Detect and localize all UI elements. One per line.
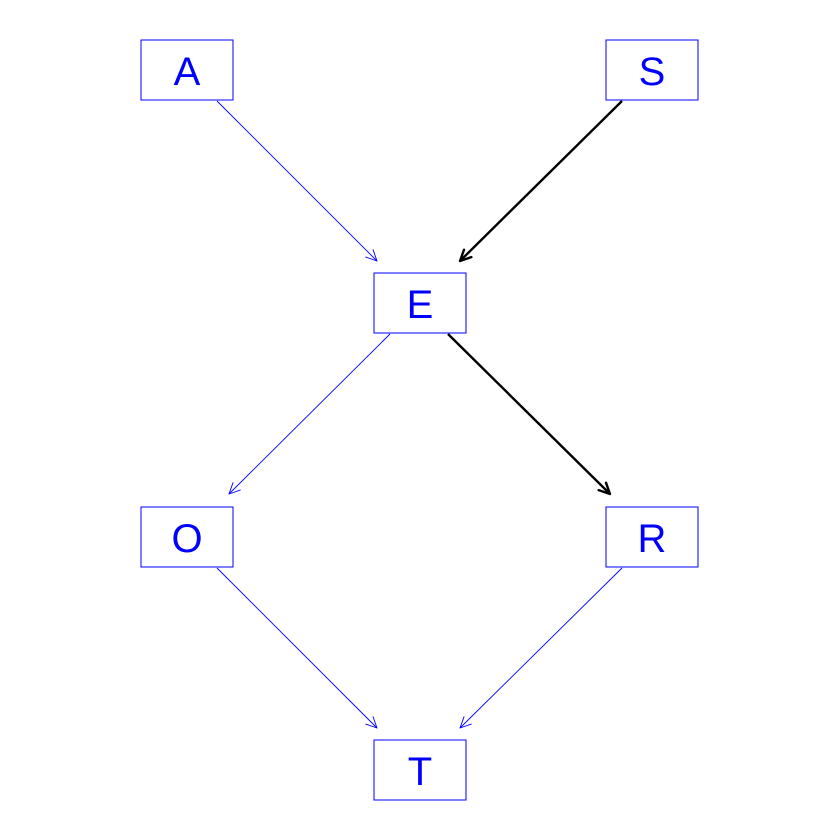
edge-o-t — [216, 567, 378, 729]
edge-e-o — [228, 333, 391, 495]
nodes-layer: A S E O R T — [140, 39, 699, 801]
node-r: R — [605, 506, 699, 568]
edge-s-e — [458, 100, 623, 263]
node-box — [140, 39, 234, 101]
node-label: E — [407, 283, 434, 327]
edge-line — [459, 100, 623, 262]
arrow-head-icon — [459, 716, 472, 729]
edge-line — [459, 567, 623, 729]
edge-r-t — [459, 567, 623, 729]
edge-line — [216, 100, 378, 262]
node-label: O — [171, 517, 202, 561]
node-a: A — [140, 39, 234, 101]
node-box — [605, 506, 699, 568]
arrow-head-icon — [228, 482, 241, 495]
node-box — [140, 506, 234, 568]
arrow-head-icon — [458, 248, 473, 263]
node-label: A — [174, 50, 201, 94]
node-t: T — [373, 739, 467, 801]
node-label: T — [408, 750, 432, 794]
node-box — [373, 272, 467, 334]
edges-layer — [216, 100, 623, 729]
node-box — [605, 39, 699, 101]
edge-line — [447, 333, 611, 495]
edge-a-e — [216, 100, 378, 262]
arrow-head-icon — [597, 481, 612, 496]
node-label: R — [638, 517, 667, 561]
node-o: O — [140, 506, 234, 568]
arrow-head-icon — [365, 249, 378, 262]
edge-line — [216, 567, 378, 729]
node-e: E — [373, 272, 467, 334]
edge-e-r — [447, 333, 612, 496]
edge-line — [228, 333, 391, 495]
arrow-head-icon — [365, 716, 378, 729]
node-box — [373, 739, 467, 801]
node-s: S — [605, 39, 699, 101]
node-label: S — [639, 50, 666, 94]
